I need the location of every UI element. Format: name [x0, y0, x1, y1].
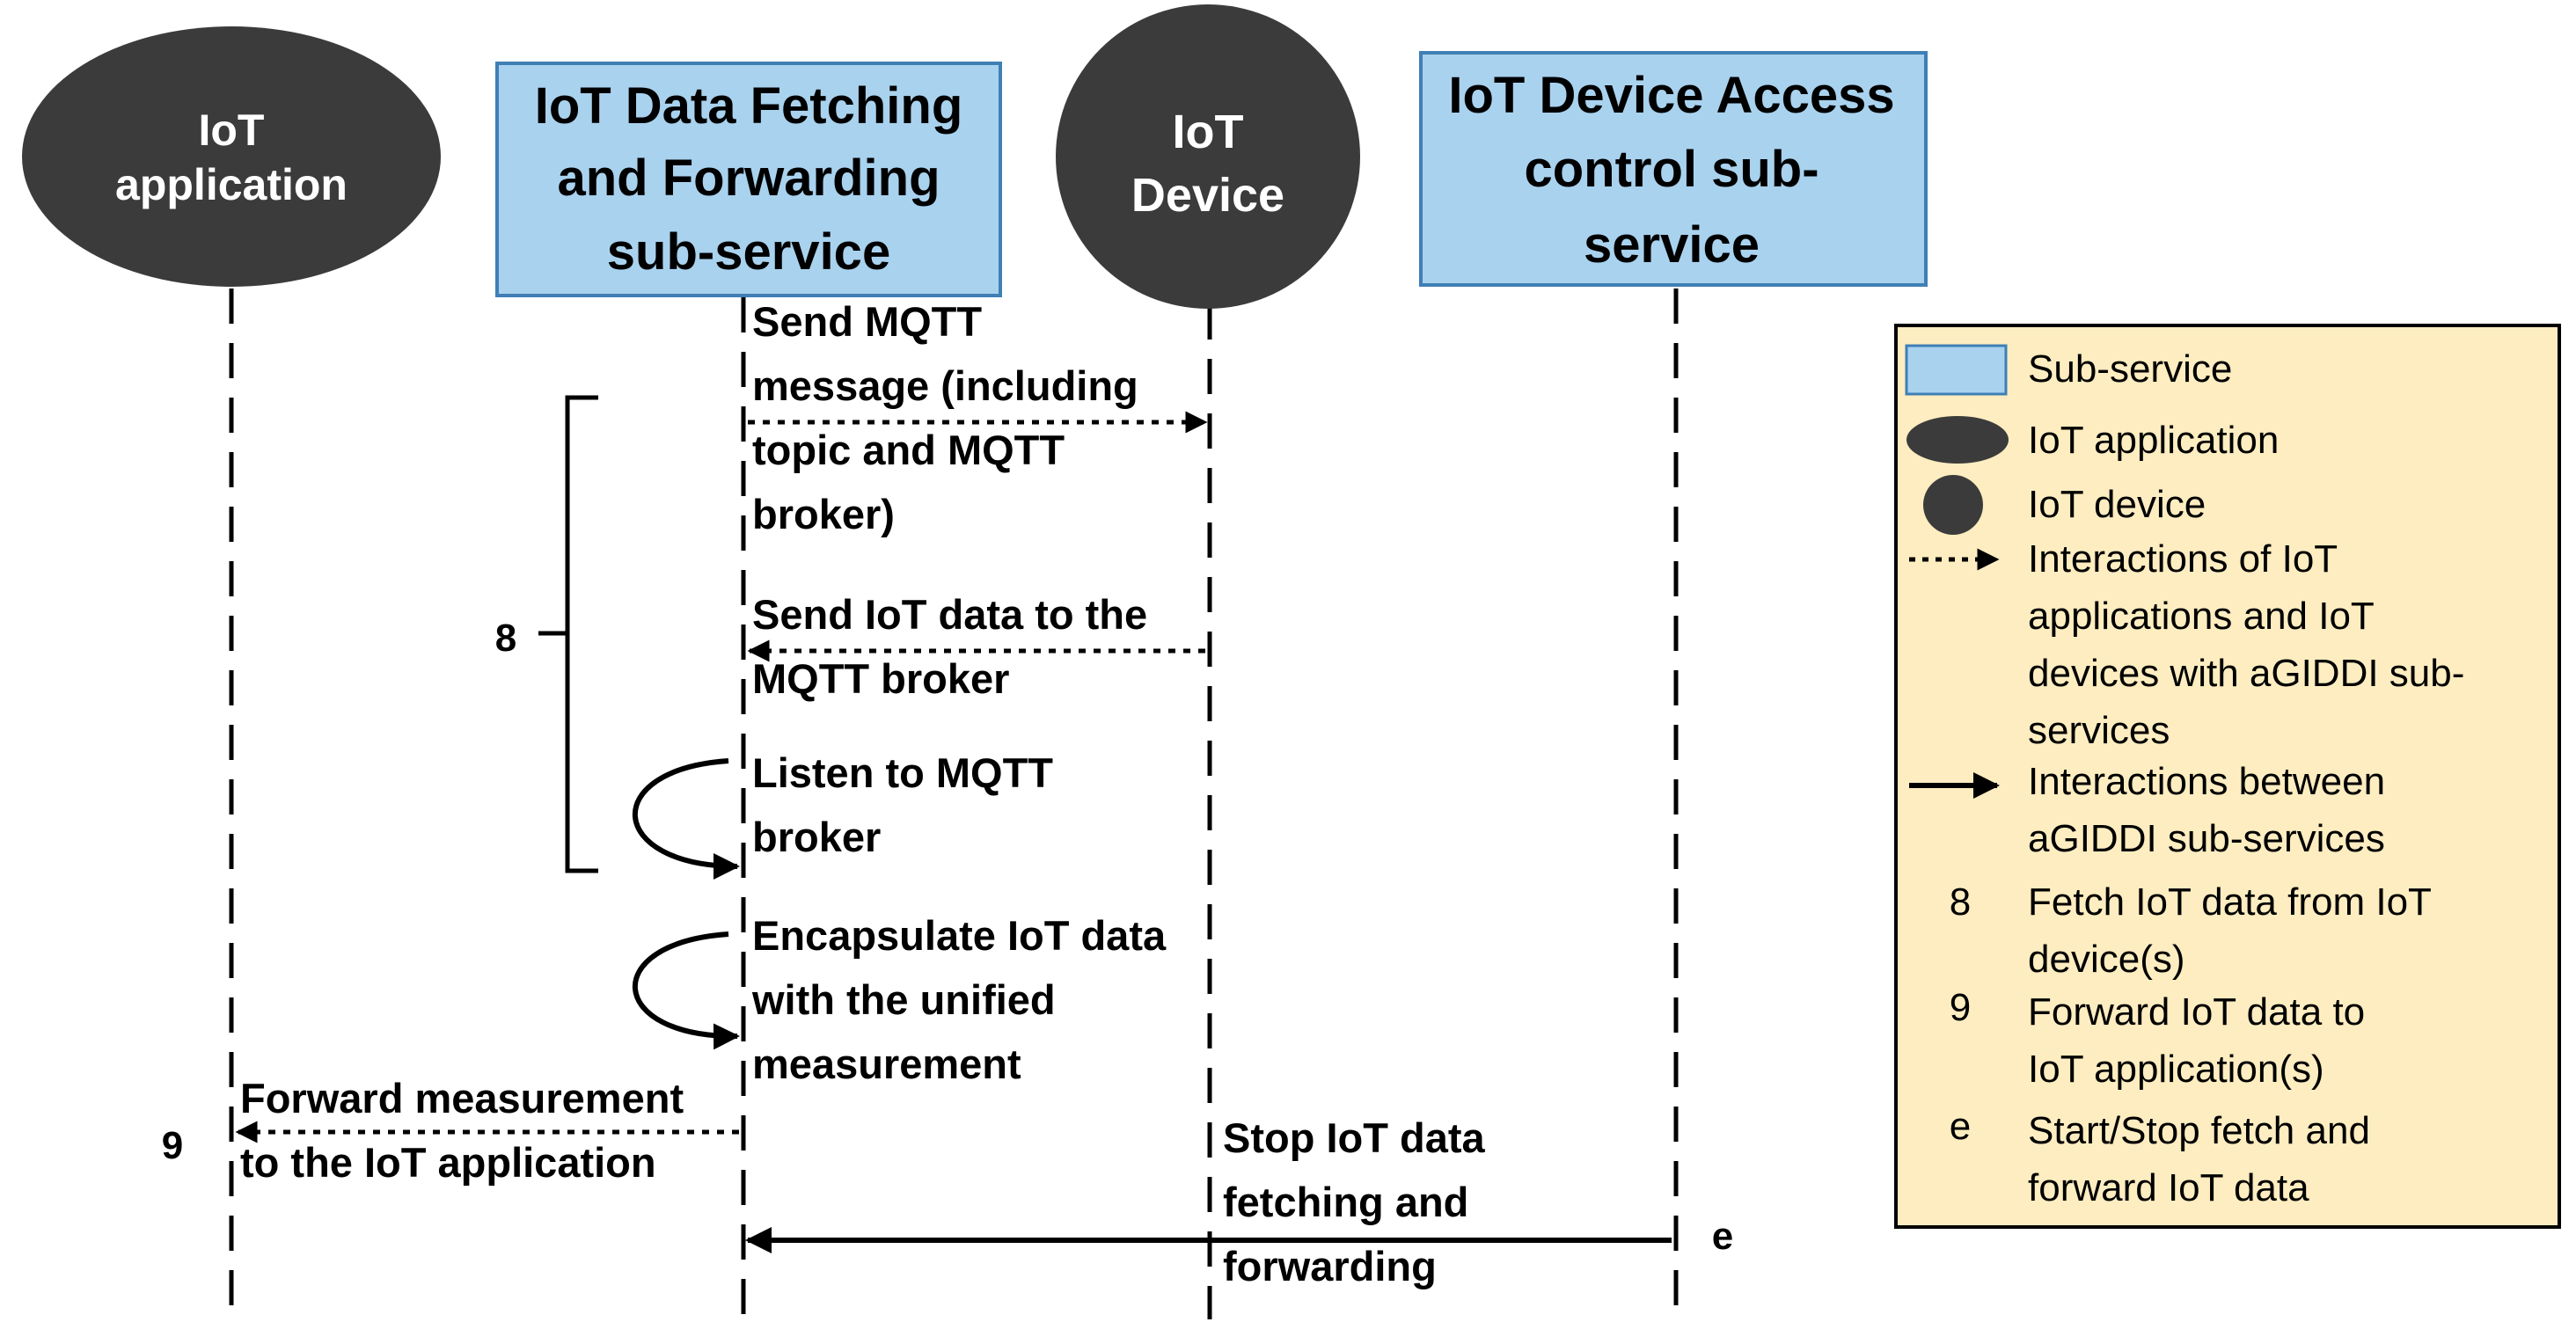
participant-data-fetching: IoT Data Fetching and Forwarding sub-ser…	[495, 62, 1002, 297]
legend-label: Interactions between	[2028, 760, 2385, 803]
message-send-iot-data: Send IoT data to the MQTT broker	[747, 591, 1205, 702]
legend-symbol-text: 9	[1950, 986, 1971, 1029]
message-label: with the unified	[751, 976, 1056, 1023]
legend-label: Fetch IoT data from IoT	[2028, 880, 2432, 924]
legend: Sub-service IoT application IoT device I…	[1894, 324, 2561, 1229]
step-label-8: 8	[495, 617, 516, 660]
message-label: broker	[752, 814, 881, 860]
legend-box	[1894, 324, 2561, 1229]
participant-label: service	[1584, 216, 1760, 274]
legend-symbol-text: 8	[1950, 880, 1971, 924]
step-label-e: e	[1712, 1215, 1733, 1258]
legend-item-iot-device: IoT device	[1923, 475, 2206, 535]
participant-label: application	[115, 160, 348, 209]
self-loop-arrow	[632, 931, 740, 1050]
message-label: fetching and	[1223, 1179, 1468, 1225]
legend-label: Start/Stop fetch and	[2028, 1109, 2370, 1152]
legend-label: Forward IoT data to	[2028, 990, 2365, 1034]
message-forward-measurement: Forward measurement to the IoT applicati…	[162, 1075, 739, 1186]
legend-label: forward IoT data	[2028, 1166, 2309, 1209]
participant-label: and Forwarding	[558, 150, 940, 207]
legend-item-step-e: e Start/Stop fetch and forward IoT data	[1950, 1105, 2370, 1209]
message-label: Listen to MQTT	[752, 749, 1053, 796]
message-label: message (including	[752, 362, 1138, 409]
message-label: Forward measurement	[240, 1075, 684, 1121]
legend-label: services	[2028, 709, 2170, 752]
message-stop-fetching: Stop IoT data fetching and forwarding e	[745, 1114, 1733, 1289]
participant-label: IoT Data Fetching	[535, 77, 963, 135]
message-label: MQTT broker	[752, 655, 1009, 702]
legend-item-step-9: 9 Forward IoT data to IoT application(s)	[1950, 986, 2365, 1091]
participant-label: control sub-	[1524, 141, 1819, 198]
message-label: broker)	[752, 491, 895, 537]
legend-item-iot-application: IoT application	[1906, 416, 2279, 464]
message-label: Send MQTT	[752, 298, 982, 345]
participant-label: Device	[1131, 169, 1284, 222]
circle-symbol	[1923, 475, 1983, 535]
legend-label: IoT device	[2028, 483, 2206, 526]
iot-device-circle	[1056, 4, 1360, 309]
legend-label: Sub-service	[2028, 347, 2232, 391]
ellipse-symbol	[1906, 416, 2009, 464]
legend-label: Interactions of IoT	[2028, 537, 2338, 581]
legend-label: applications and IoT	[2028, 595, 2375, 638]
bracket-shape	[538, 395, 598, 873]
message-send-mqtt: Send MQTT message (including topic and M…	[748, 298, 1208, 537]
participant-iot-application: IoT application	[22, 26, 441, 287]
legend-label: device(s)	[2028, 938, 2185, 981]
message-label: to the IoT application	[240, 1139, 656, 1186]
message-label: forwarding	[1223, 1243, 1437, 1289]
participant-label: sub-service	[607, 223, 890, 281]
legend-item-dotted-interaction: Interactions of IoT applications and IoT…	[1909, 537, 2464, 752]
step-label-9: 9	[162, 1124, 183, 1167]
self-loop-arrow	[632, 758, 740, 880]
subservice-box	[495, 62, 1002, 297]
message-label: Stop IoT data	[1223, 1114, 1486, 1161]
message-label: Encapsulate IoT data	[752, 912, 1167, 959]
message-label: Send IoT data to the	[752, 591, 1147, 638]
participant-iot-device: IoT Device	[1056, 4, 1360, 309]
subservice-symbol	[1905, 344, 2008, 396]
step-8-bracket: 8	[495, 395, 598, 873]
iot-application-ellipse	[22, 26, 441, 287]
participant-label: IoT Device Access	[1448, 67, 1894, 124]
legend-item-solid-interaction: Interactions between aGIDDI sub-services	[1909, 760, 2385, 860]
legend-item-step-8: 8 Fetch IoT data from IoT device(s)	[1950, 880, 2432, 981]
message-listen-mqtt: Listen to MQTT broker	[632, 749, 1053, 880]
message-label: measurement	[752, 1041, 1021, 1087]
subservice-box	[1419, 51, 1928, 287]
legend-symbol-text: e	[1950, 1105, 1971, 1148]
legend-item-subservice: Sub-service	[1905, 344, 2232, 396]
legend-label: IoT application(s)	[2028, 1048, 2324, 1091]
message-label: topic and MQTT	[752, 427, 1065, 473]
participant-label: IoT	[1173, 106, 1244, 158]
participant-label: IoT	[199, 106, 265, 155]
legend-label: IoT application	[2028, 419, 2279, 462]
legend-label: aGIDDI sub-services	[2028, 817, 2385, 860]
legend-label: devices with aGIDDI sub-	[2028, 652, 2464, 695]
message-encapsulate: Encapsulate IoT data with the unified me…	[632, 912, 1167, 1087]
participant-access-control: IoT Device Access control sub- service	[1419, 51, 1928, 287]
